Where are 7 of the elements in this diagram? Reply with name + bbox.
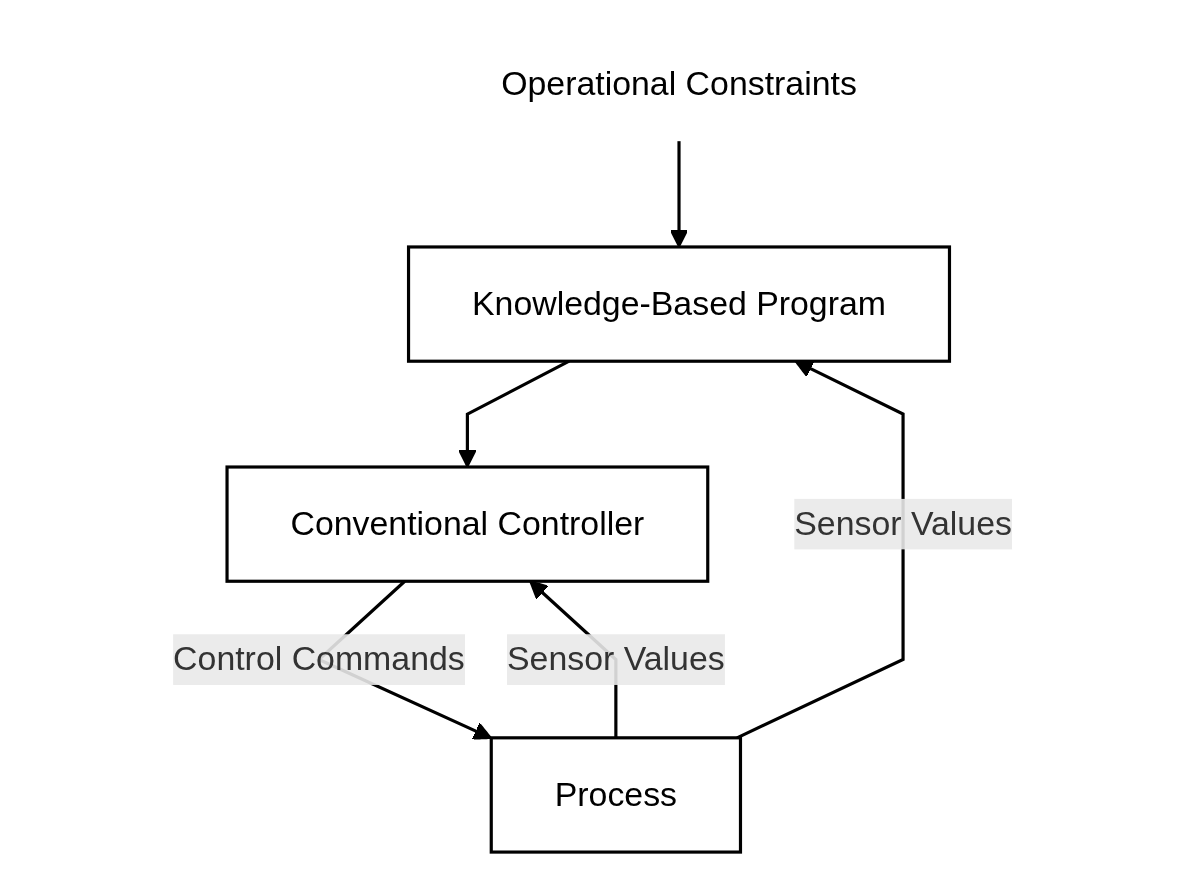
node-box: Process — [489, 736, 743, 854]
node-text: Operational Constraints — [501, 65, 857, 101]
node-box: Conventional Controller — [225, 465, 710, 583]
edge-label: Sensor Values — [794, 505, 1012, 542]
edge-label: Control Commands — [173, 640, 465, 677]
node-box: Knowledge-Based Program — [406, 245, 952, 363]
edge-label: Sensor Values — [507, 640, 725, 677]
